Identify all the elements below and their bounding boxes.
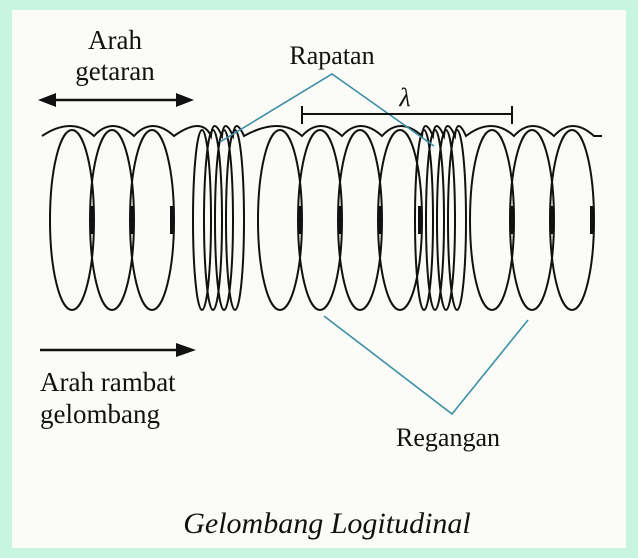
compression-pointers (219, 73, 435, 147)
vibration-direction-arrow (38, 93, 194, 107)
coil-loop (436, 129, 456, 311)
coil-loop (549, 129, 595, 311)
coil-loop (469, 129, 515, 311)
rarefaction-pointers (323, 315, 529, 416)
diagram-panel: Arah getaran Rapatan λ Arah rambat gelom… (12, 10, 626, 548)
compression-label: Rapatan (289, 41, 374, 70)
coil-loop (214, 129, 234, 311)
coil-loop (509, 129, 555, 311)
coil-loop (129, 129, 175, 311)
vibration-direction-label-2: getaran (75, 56, 155, 86)
coil-loop (337, 129, 383, 311)
coil-loop (414, 129, 434, 311)
coil-loop (192, 129, 212, 311)
coil-loop (203, 129, 223, 311)
propagation-label-1: Arah rambat (40, 367, 176, 397)
coil-loop (225, 129, 245, 311)
wavelength-marker (301, 106, 513, 124)
coil-loop (257, 129, 303, 311)
coil-top-arc (41, 125, 602, 140)
caption: Gelombang Logitudinal (183, 507, 471, 540)
coil-loop (447, 129, 467, 311)
wavelength-symbol: λ (398, 83, 410, 112)
propagation-arrow (40, 343, 196, 357)
coil-loop (425, 129, 445, 311)
propagation-label-2: gelombang (40, 399, 160, 429)
rarefaction-label: Regangan (396, 423, 500, 452)
coil-loop (89, 129, 135, 311)
longitudinal-wave-diagram: Arah getaran Rapatan λ Arah rambat gelom… (38, 25, 602, 540)
vibration-direction-label-1: Arah (88, 25, 142, 55)
coil-loop (297, 129, 343, 311)
spring-coils (41, 125, 602, 311)
coil-loop (49, 129, 95, 311)
